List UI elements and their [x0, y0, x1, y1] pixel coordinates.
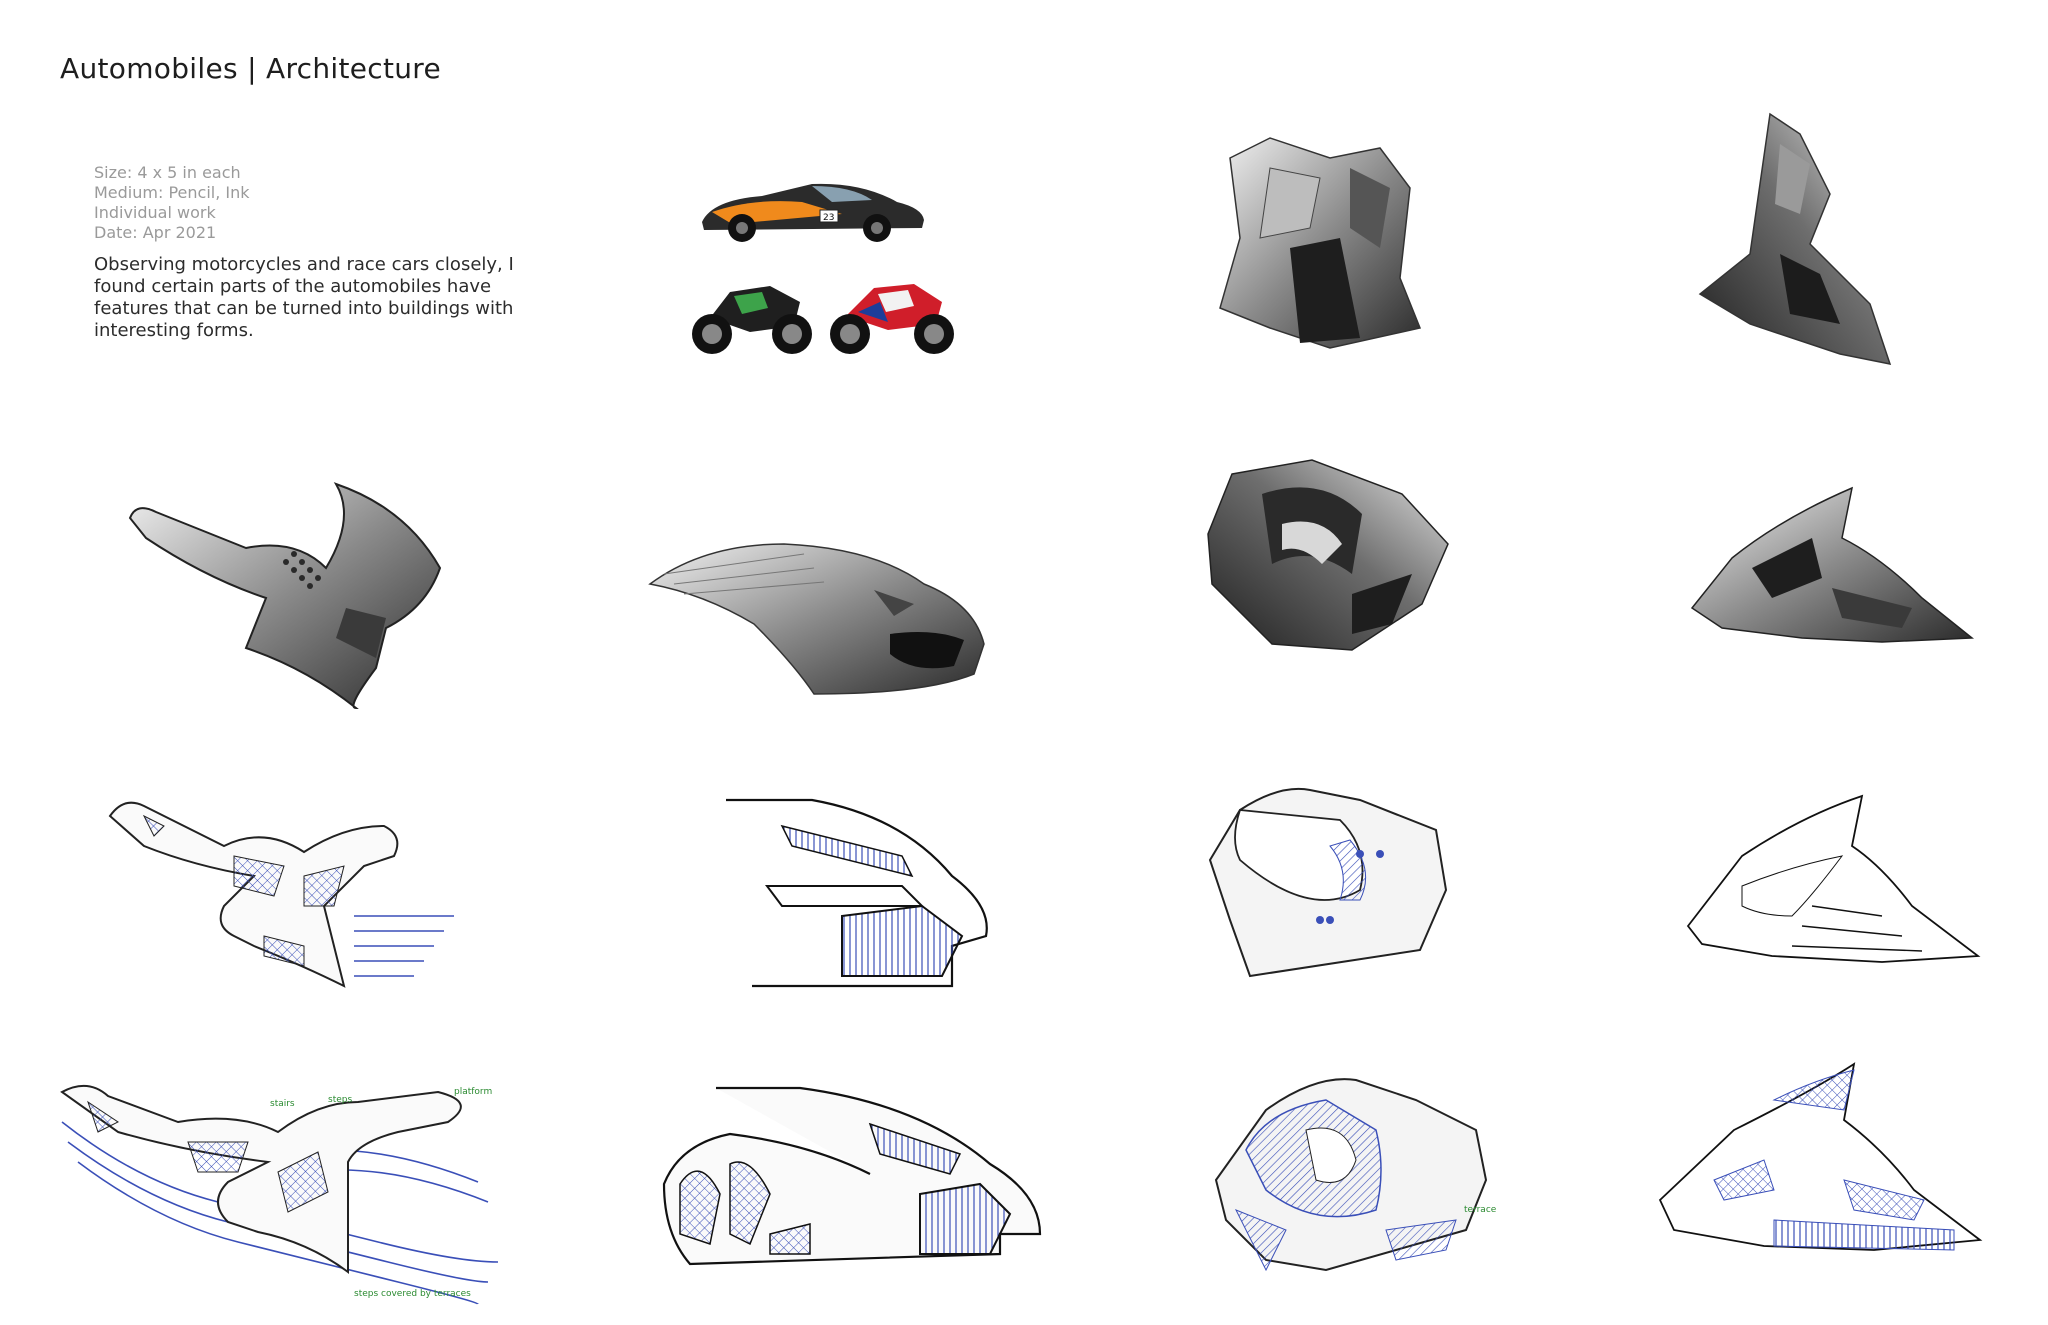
meta-medium: Medium: Pencil, Ink [94, 183, 250, 202]
pencil-sketch-6 [1682, 478, 1982, 652]
ink-sketch-4 [1682, 794, 1982, 972]
pencil-sketch-1 [1210, 128, 1430, 358]
label-steps: steps [328, 1095, 352, 1105]
ink-annotated-sketch-3: terrace [1206, 1070, 1502, 1296]
pencil-sketch-5 [1202, 454, 1452, 660]
page-title: Automobiles | Architecture [60, 52, 442, 85]
ink-sketch-2 [722, 796, 992, 992]
pencil-sketch-4 [644, 524, 988, 700]
photo-motorcycle-green [690, 272, 814, 356]
photo-motorcycle-red [828, 272, 956, 356]
label-stairs: stairs [270, 1099, 295, 1109]
meta-date: Date: Apr 2021 [94, 223, 217, 242]
ink-annotated-sketch-1: stairs steps platform steps covered by t… [58, 1082, 504, 1318]
project-description: Observing motorcycles and race cars clos… [94, 254, 514, 341]
label-steps-covered: steps covered by terraces [354, 1289, 471, 1299]
pencil-sketch-2 [1690, 104, 1900, 374]
label-terrace: terrace [1464, 1205, 1497, 1215]
project-meta: Size: 4 x 5 in each Medium: Pencil, Ink … [94, 163, 250, 243]
ink-annotated-sketch-4 [1654, 1060, 1984, 1260]
pencil-sketch-3 [126, 478, 446, 710]
label-platform: platform [454, 1087, 492, 1097]
ink-sketch-3 [1200, 780, 1450, 980]
meta-work: Individual work [94, 203, 216, 222]
photo-race-car: 23 [692, 172, 932, 244]
ink-annotated-sketch-2 [660, 1084, 1044, 1270]
meta-size: Size: 4 x 5 in each [94, 163, 241, 182]
ink-sketch-1 [104, 796, 474, 996]
car-number-label: 23 [823, 213, 834, 223]
